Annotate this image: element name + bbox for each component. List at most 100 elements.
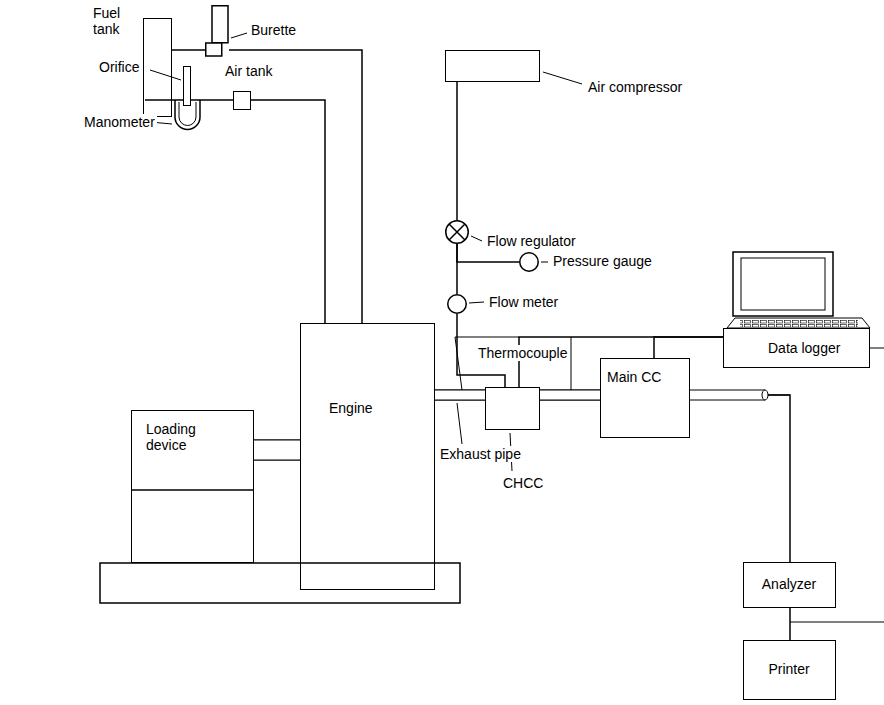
text-holder: Burette (249, 22, 329, 38)
text-run: Main CC (607, 369, 661, 385)
flow-meter-circle (448, 295, 467, 314)
outlet-pipe-wall (690, 400, 765, 401)
connector-path (789, 608, 791, 640)
part-label: Air tank (223, 63, 303, 79)
divider-line (131, 489, 254, 491)
label-holder: Exhaust pipe (438, 446, 548, 462)
text-run: Flow meter (487, 294, 560, 310)
part-label: Pressure gauge (551, 253, 691, 269)
box-text: Loading device (146, 421, 226, 453)
data-logger: Data logger (723, 328, 870, 368)
leader-line (541, 262, 548, 263)
text-run: Loading device (146, 421, 196, 453)
pressure-gauge-circle (520, 253, 539, 272)
orifice: Orifice (183, 66, 191, 106)
outlet-pipe (690, 390, 765, 400)
manometer-tube (175, 100, 200, 130)
pipe-interior (540, 391, 600, 400)
valve-block (206, 43, 222, 56)
box-text: Main CC (607, 369, 685, 385)
pipe-connector (435, 395, 485, 396)
box-text: Data logger (768, 340, 866, 356)
thermocouple-wire (571, 337, 572, 390)
part-label: Flow regulator (485, 233, 615, 249)
fuel-tank: Fuel tank (143, 18, 172, 117)
box-text: Printer (744, 661, 834, 677)
pipe-connector (540, 395, 600, 396)
keyboard-keys (740, 320, 858, 327)
thermocouple-wire (455, 337, 462, 390)
printer: Printer (743, 640, 836, 700)
leader-line (471, 236, 482, 241)
flow-regulator: Flow regulator (445, 220, 469, 244)
keyboard (727, 318, 870, 328)
text-run: Flow regulator (485, 233, 578, 249)
analyzer: Analyzer (743, 562, 836, 608)
air-compressor: Air compressor (445, 50, 540, 82)
connector-path (654, 337, 723, 358)
text-run: Thermocouple (476, 345, 570, 361)
leader-line (543, 72, 582, 84)
loading-device: Loading device (131, 410, 254, 563)
thermocouple-wires (455, 337, 571, 390)
chcc-box: CHCC (485, 387, 540, 430)
part-label: CHCC (501, 475, 561, 491)
base-plate (100, 563, 460, 603)
box-text: Analyzer (744, 576, 834, 592)
text-run: Data logger (768, 340, 840, 356)
text-run: Analyzer (762, 576, 816, 592)
burette-tube (212, 6, 228, 43)
cross-mark (449, 224, 465, 240)
line-connector (690, 395, 790, 562)
text-holder: Data logger (768, 340, 866, 356)
text-holder: Analyzer (744, 576, 834, 592)
connector-path (456, 82, 458, 220)
text-holder: CHCC (501, 475, 561, 491)
part-label: Flow meter (487, 294, 597, 310)
text-run: Fuel tank (91, 5, 141, 37)
burette: Burette (205, 5, 229, 57)
pipe-interior (254, 441, 300, 460)
pressure-gauge-outline (519, 252, 539, 272)
leader-line (231, 33, 247, 38)
outlet-pipe-wall (690, 390, 765, 391)
text-holder: Printer (744, 661, 834, 677)
text-run: Exhaust pipe (438, 446, 523, 462)
pipe-interior (435, 391, 485, 400)
connector-path (690, 395, 790, 562)
text-holder: Loading device (146, 421, 226, 453)
air-tank: Air tank (233, 91, 251, 110)
logger-cable (870, 348, 884, 349)
flow-regulator-circle (446, 221, 469, 244)
monitor (733, 252, 833, 316)
pressure-gauge: Pressure gauge (519, 252, 539, 272)
flow-meter: Flow meter (447, 294, 467, 314)
flow-regulator-outline (445, 220, 469, 244)
leader-lines (150, 33, 582, 471)
monitor-screen (741, 258, 825, 310)
label-holder: Thermocouple (476, 345, 586, 361)
leader-line (469, 302, 484, 303)
part-label: Exhaust pipe (438, 446, 548, 462)
connector-path (251, 100, 325, 323)
part-label: Manometer (82, 114, 152, 130)
line-connector (172, 50, 205, 51)
text-run: Manometer (82, 114, 157, 130)
thermocouple-wire (455, 337, 519, 338)
main-cc: Main CC (600, 358, 690, 438)
engine: Engine (300, 323, 435, 590)
connector-path (540, 389, 600, 401)
text-run: Engine (329, 400, 373, 416)
intake-pipe (145, 99, 183, 101)
text-holder: Air tank (223, 63, 303, 79)
text-run: Pressure gauge (551, 253, 654, 269)
connector-path (191, 99, 233, 101)
analyzer-cable (790, 622, 884, 623)
text-holder: Main CC (607, 369, 685, 385)
text-holder: Orifice (97, 59, 157, 75)
